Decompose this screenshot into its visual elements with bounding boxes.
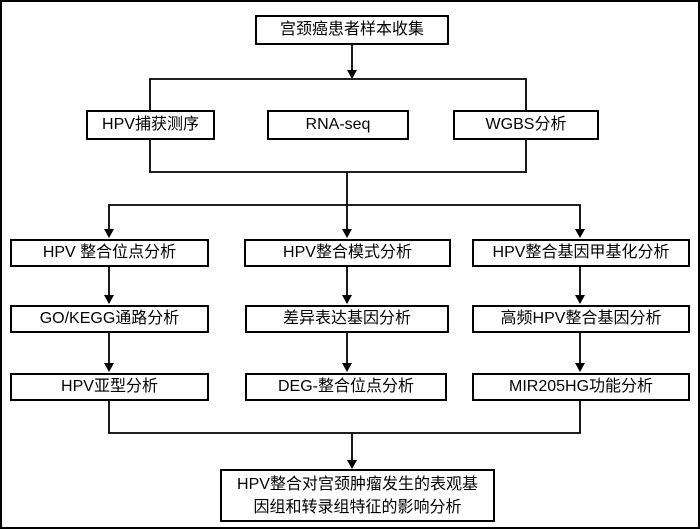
final-conclusion-line1: HPV整合对宫颈肿瘤发生的表观基 xyxy=(237,475,478,493)
node-mir205hg-function: MIR205HG功能分析 xyxy=(472,373,690,401)
node-hpv-capture-seq: HPV捕获测序 xyxy=(86,110,215,140)
node-go-kegg-pathway: GO/KEGG通路分析 xyxy=(10,305,209,333)
connector-split-rail xyxy=(149,78,527,110)
node-sample-collection: 宫颈癌患者样本收集 xyxy=(255,15,449,45)
connector-branch-rail xyxy=(108,204,581,229)
final-conclusion-line2: 因组和转录组特征的影响分析 xyxy=(253,498,462,516)
connector-col-arrows-1 xyxy=(108,267,581,295)
node-integration-pattern: HPV整合模式分析 xyxy=(244,239,451,267)
node-hpv-subtype: HPV亚型分析 xyxy=(10,373,209,401)
node-high-freq-genes: 高频HPV整合基因分析 xyxy=(472,305,690,333)
node-deg-integration-site: DEG-整合位点分析 xyxy=(245,373,447,401)
node-gene-methylation: HPV整合基因甲基化分析 xyxy=(472,239,690,267)
connector-merge-rail-bottom xyxy=(108,401,581,460)
arrowheads xyxy=(104,70,585,469)
connector-merge-rail-top xyxy=(149,140,527,229)
node-integration-site: HPV 整合位点分析 xyxy=(10,239,209,267)
node-wgbs-analysis: WGBS分析 xyxy=(453,110,599,140)
connector-col-arrows-2 xyxy=(108,333,581,363)
node-final-conclusion: HPV整合对宫颈肿瘤发生的表观基 因组和转录组特征的影响分析 xyxy=(220,469,495,522)
node-rna-seq: RNA-seq xyxy=(267,110,409,140)
node-deg-analysis: 差异表达基因分析 xyxy=(245,305,449,333)
